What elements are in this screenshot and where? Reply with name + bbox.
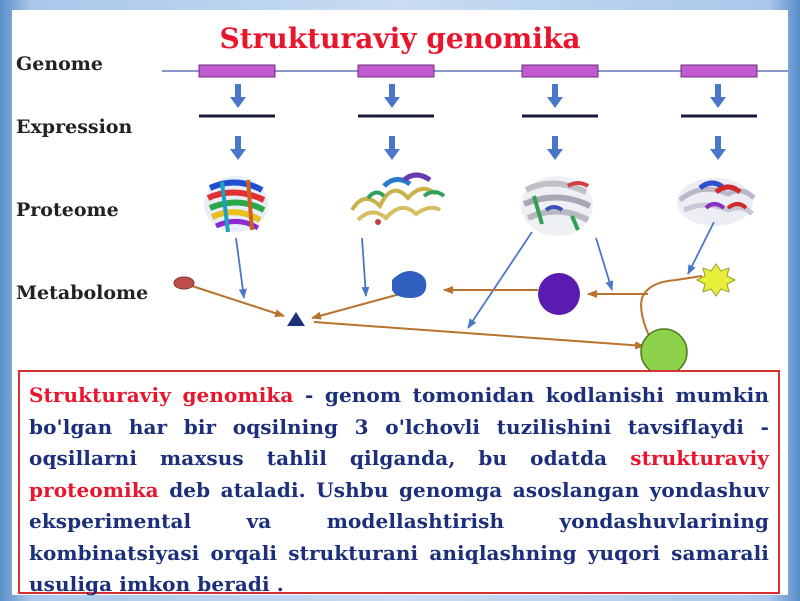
term-structural-proteomics: strukturaviy proteomika (29, 446, 769, 502)
down-arrow (547, 84, 563, 108)
proteome-arrow (467, 231, 533, 329)
down-arrow (710, 136, 726, 160)
metabolite-flow-arrow (311, 293, 401, 320)
row-label-expression: Expression (16, 116, 132, 138)
metabolite-flow-arrow (640, 275, 703, 343)
description-text-2: deb ataladi. Ushbu genomga asoslangan yo… (29, 477, 769, 597)
metabolite-flow-arrow (191, 285, 285, 318)
proteome-arrow (595, 237, 614, 291)
proteome-arrow (687, 221, 715, 275)
description-paragraph: Strukturaviy genomika - genom tomonidan … (29, 380, 769, 601)
metabolite-green (640, 328, 688, 370)
protein-structure-4 (677, 178, 756, 226)
metabolite-purple (538, 273, 580, 315)
slide: Strukturaviy genomika Genome Expression … (12, 10, 788, 596)
down-arrow (230, 84, 246, 108)
genomics-diagram: Genome Expression Proteome Metabolome (16, 53, 788, 370)
row-label-genome: Genome (16, 53, 103, 75)
description-box: Strukturaviy genomika - genom tomonidan … (18, 370, 780, 596)
metabolite-flow-arrow (313, 321, 645, 350)
proteome-arrow (235, 237, 247, 299)
down-arrow (230, 136, 246, 160)
metabolite-triangle (287, 312, 305, 326)
protein-structure-3 (521, 176, 593, 236)
gene-bar (198, 64, 276, 78)
protein-structure-1 (204, 176, 268, 233)
slide-title: Strukturaviy genomika (219, 22, 581, 55)
row-label-proteome: Proteome (16, 199, 119, 221)
term-structural-genomics: Strukturaviy genomika (29, 383, 294, 407)
proteome-arrow (361, 237, 370, 297)
gene-bar (680, 64, 758, 78)
down-arrow (384, 84, 400, 108)
metabolite-red (173, 276, 195, 290)
down-arrow (710, 84, 726, 108)
protein-structure-2 (350, 172, 446, 225)
metabolite-yellow (695, 263, 737, 297)
row-label-metabolome: Metabolome (16, 282, 148, 304)
gene-bar (357, 64, 435, 78)
gene-bar (521, 64, 599, 78)
down-arrow (547, 136, 563, 160)
description-text-1: - genom tomonidan kodlanishi mumkin bo'l… (29, 383, 769, 470)
down-arrow (384, 136, 400, 160)
metabolite-blue (392, 271, 427, 298)
